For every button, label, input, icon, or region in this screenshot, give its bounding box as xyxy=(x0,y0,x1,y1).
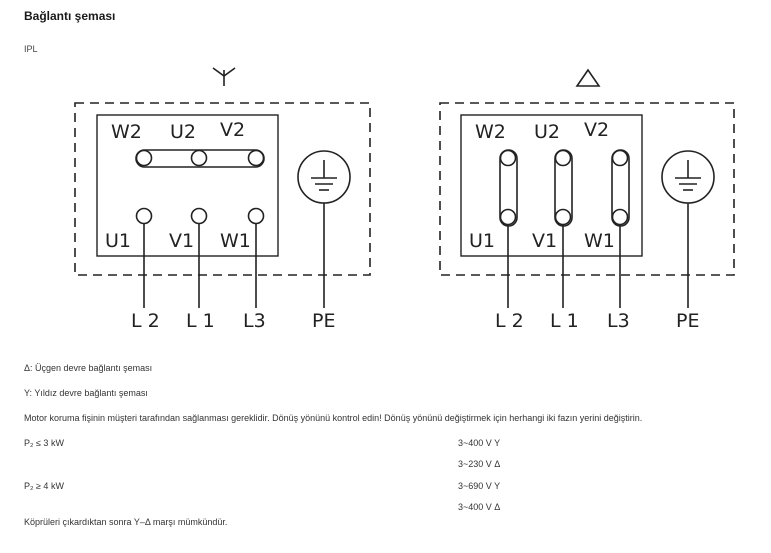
terminal-u2 xyxy=(554,149,572,167)
note-footer: Köprüleri çıkardıktan sonra Y–Δ marşı mü… xyxy=(24,517,228,527)
label-u1: U1 xyxy=(105,230,131,252)
label-l3: L3 xyxy=(243,310,266,332)
delta-diagram xyxy=(439,68,735,308)
label-l3: L3 xyxy=(607,310,630,332)
label-v1: V1 xyxy=(169,230,194,252)
page-title: Bağlantı şeması xyxy=(24,9,116,23)
row-2-voltage-2: 3~400 V Δ xyxy=(458,502,501,512)
terminal-w2 xyxy=(499,149,517,167)
delta-terminal-box xyxy=(460,114,643,257)
terminal-v1 xyxy=(190,207,208,225)
page-subtitle: IPL xyxy=(24,44,38,54)
terminal-w2 xyxy=(135,149,153,167)
note-delta: Δ: Üçgen devre bağlantı şeması xyxy=(24,363,153,373)
label-pe: PE xyxy=(312,310,335,332)
row-1-voltage-1: 3~400 V Y xyxy=(458,438,501,448)
terminal-u2 xyxy=(190,149,208,167)
terminal-w1 xyxy=(611,208,629,226)
row-1-voltage-2: 3~230 V Δ xyxy=(458,459,501,469)
label-w2: W2 xyxy=(111,121,142,143)
terminal-u1 xyxy=(499,208,517,226)
label-l1: L 1 xyxy=(186,310,215,332)
label-w1: W1 xyxy=(584,230,615,252)
row-2-voltage-1: 3~690 V Y xyxy=(458,481,501,491)
note-star: Y: Yıldız devre bağlantı şeması xyxy=(24,388,148,398)
label-w1: W1 xyxy=(220,230,251,252)
label-l1: L 1 xyxy=(550,310,579,332)
note-protection: Motor koruma fişinin müşteri tarafından … xyxy=(24,413,643,423)
terminal-v1 xyxy=(554,208,572,226)
terminal-w1 xyxy=(247,207,265,225)
label-w2: W2 xyxy=(475,121,506,143)
delta-labels: W2 U2 V2 U1 V1 W1 L 2 L 1 L3 PE xyxy=(469,119,699,332)
row-2-power: P₂ ≥ 4 kW xyxy=(24,481,64,491)
terminal-v2 xyxy=(247,149,265,167)
delta-symbol xyxy=(575,68,601,87)
label-u2: U2 xyxy=(170,121,196,143)
star-diagram xyxy=(74,67,371,308)
terminal-u1 xyxy=(135,207,153,225)
star-enclosure xyxy=(74,102,371,276)
label-u2: U2 xyxy=(534,121,560,143)
row-1-power: P₂ ≤ 3 kW xyxy=(24,438,64,448)
delta-enclosure xyxy=(439,102,735,276)
star-terminal-box xyxy=(96,114,279,257)
label-pe: PE xyxy=(676,310,699,332)
label-v2: V2 xyxy=(584,119,609,141)
connection-diagram: W2 U2 V2 U1 V1 W1 L 2 L 1 L3 PE xyxy=(74,67,735,332)
label-v2: V2 xyxy=(220,119,245,141)
star-symbol xyxy=(212,67,236,86)
label-l2: L 2 xyxy=(131,310,160,332)
label-u1: U1 xyxy=(469,230,495,252)
label-l2: L 2 xyxy=(495,310,524,332)
star-labels: W2 U2 V2 U1 V1 W1 L 2 L 1 L3 PE xyxy=(105,119,335,332)
label-v1: V1 xyxy=(532,230,557,252)
terminal-v2 xyxy=(611,149,629,167)
